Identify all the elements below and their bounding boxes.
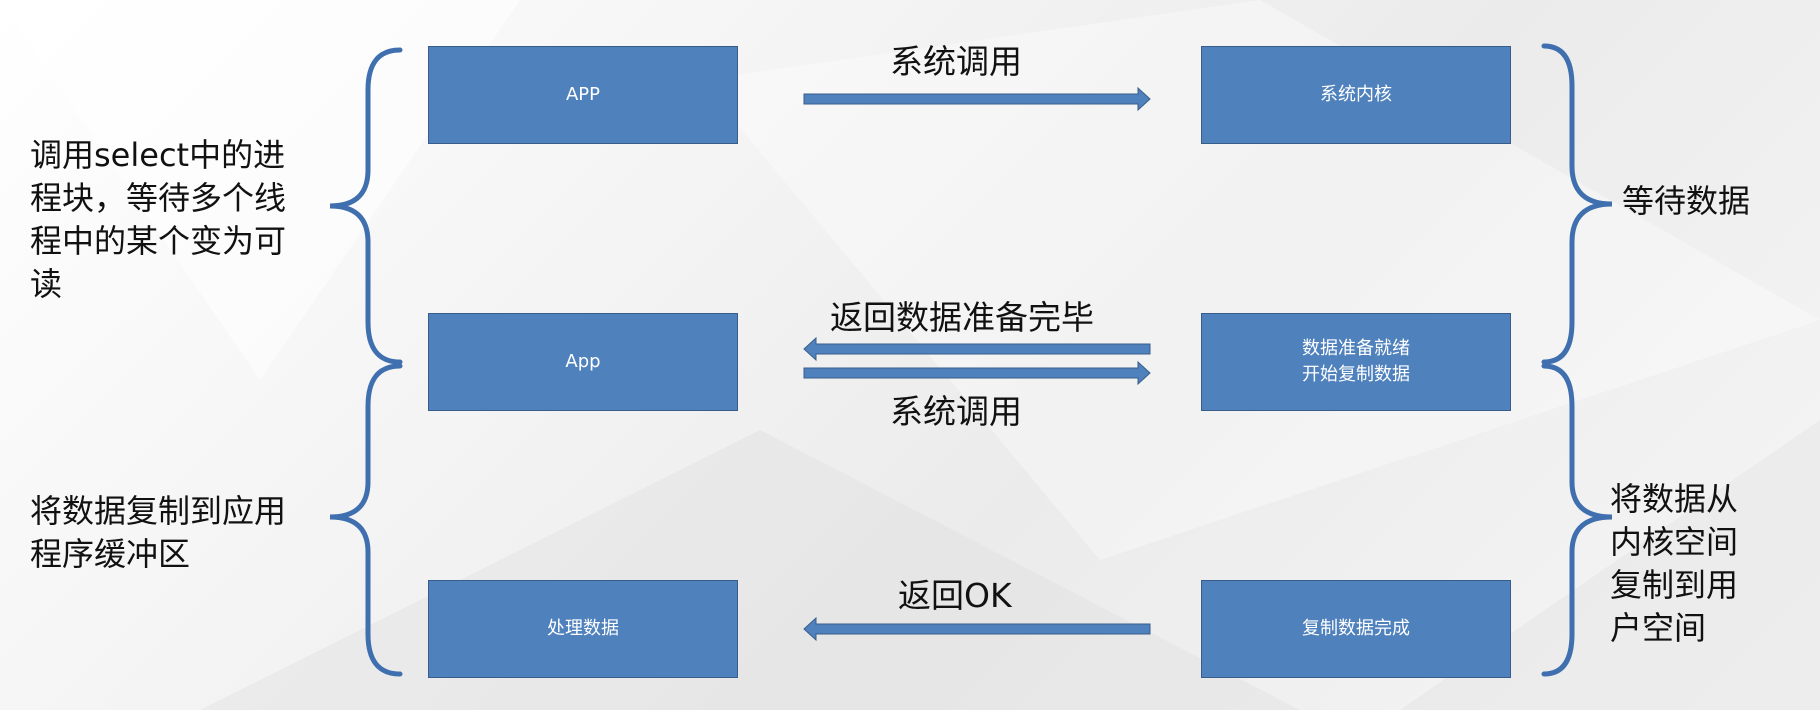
data-ready-box: 数据准备就绪 开始复制数据 xyxy=(1201,313,1511,411)
right-bracket-bottom xyxy=(1541,363,1613,677)
copy-done-box: 复制数据完成 xyxy=(1201,580,1511,678)
left-note-copy: 将数据复制到应用 程序缓冲区 xyxy=(30,490,330,576)
left-note-wait-line-1: 调用select中的进 xyxy=(30,136,286,174)
left-bracket-top xyxy=(329,47,403,365)
left-bracket-bottom xyxy=(329,363,403,677)
app-top-label: APP xyxy=(565,84,601,105)
app-mid-box: App xyxy=(428,313,738,411)
right-note-copy: 将数据从 内核空间 复制到用 户空间 xyxy=(1610,478,1800,650)
syscall-mid-arrow xyxy=(803,360,1151,386)
left-note-wait-line-3: 程中的某个变为可 xyxy=(30,222,287,260)
right-note-wait: 等待数据 xyxy=(1622,182,1751,220)
kernel-label: 系统内核 xyxy=(1320,84,1392,105)
app-top-box: APP xyxy=(428,46,738,144)
left-note-copy-line-1: 将数据复制到应用 xyxy=(30,492,287,530)
right-note-copy-line-2: 内核空间 xyxy=(1610,523,1739,561)
right-note-copy-line-3: 复制到用 xyxy=(1610,566,1739,604)
right-note-copy-line-4: 户空间 xyxy=(1610,609,1707,647)
data-ready-arrow xyxy=(803,336,1151,362)
left-note-wait-line-4: 读 xyxy=(30,265,63,303)
right-bracket-top xyxy=(1541,43,1613,365)
left-note-wait-line-2: 程块，等待多个线 xyxy=(30,179,287,217)
kernel-box: 系统内核 xyxy=(1201,46,1511,144)
syscall-top-arrow xyxy=(803,86,1151,112)
right-note-copy-line-1: 将数据从 xyxy=(1610,480,1739,518)
data-ready-line-1: 数据准备就绪 xyxy=(1302,338,1410,359)
return-ok-arrow xyxy=(803,616,1151,642)
process-data-label: 处理数据 xyxy=(547,618,619,639)
copy-done-label: 复制数据完成 xyxy=(1302,618,1410,639)
syscall-top-label: 系统调用 xyxy=(890,42,1022,81)
left-note-copy-line-2: 程序缓冲区 xyxy=(30,535,191,573)
left-note-wait: 调用select中的进 程块，等待多个线 程中的某个变为可 读 xyxy=(30,134,330,306)
process-data-box: 处理数据 xyxy=(428,580,738,678)
app-mid-label: App xyxy=(565,351,601,372)
syscall-mid-label: 系统调用 xyxy=(890,392,1022,431)
return-ok-label: 返回OK xyxy=(898,576,1012,615)
data-ready-line-2: 开始复制数据 xyxy=(1302,364,1410,385)
data-ready-label: 返回数据准备完毕 xyxy=(830,298,1094,337)
